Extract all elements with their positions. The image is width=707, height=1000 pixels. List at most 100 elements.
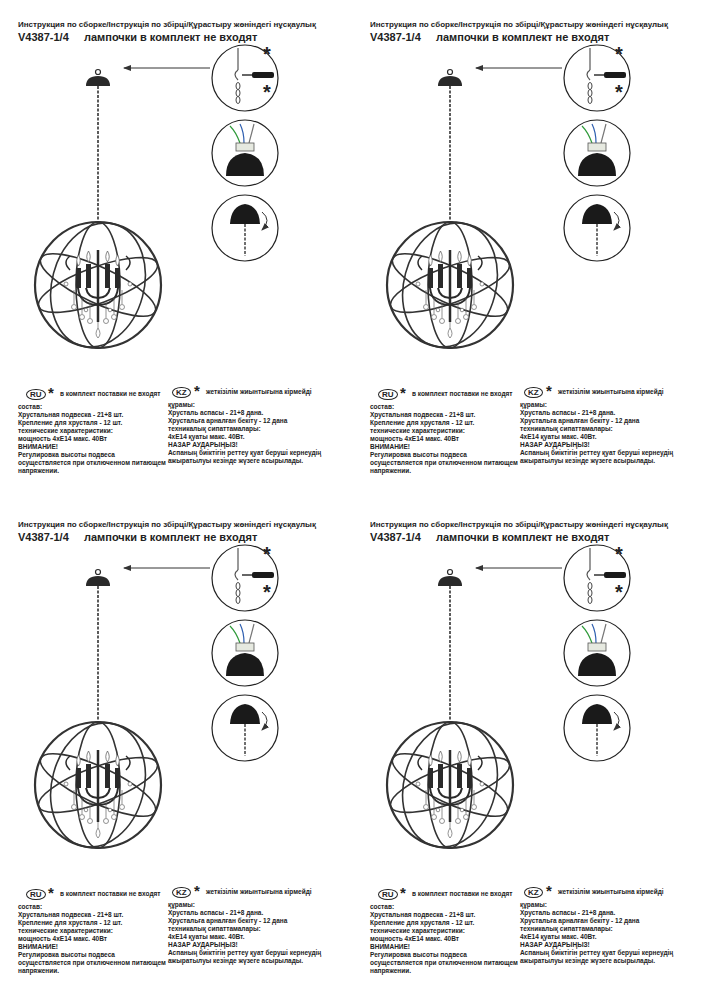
- star-note: в комплект поставки не входят: [60, 891, 161, 898]
- callout-star: *: [546, 883, 552, 898]
- callout-star: *: [194, 883, 200, 898]
- spec-line: Регулировка высоты подвеса осуществляетс…: [370, 951, 520, 975]
- model-number: V4387-1/4: [18, 32, 69, 43]
- callout-star: *: [615, 82, 623, 102]
- spec-line: құрамы:: [520, 401, 698, 409]
- spec-line: 4xE14 қуаты макс. 40Вт.: [168, 433, 346, 441]
- spec-line: құрамы:: [520, 901, 698, 909]
- spec-line: НАЗАР АУДАРЫҢЫЗ!: [520, 941, 698, 949]
- star-note: в комплект поставки не входят: [60, 391, 161, 398]
- model-number: V4387-1/4: [370, 32, 421, 43]
- spec-line: Хрустальная подвеска - 21+8 шт.: [18, 411, 168, 419]
- spec-line: Хрусталь аспасы - 21+8 дана.: [520, 909, 698, 917]
- text-column: состав:Хрустальная подвеска - 21+8 шт.Кр…: [18, 903, 168, 975]
- language-badge: RU: [26, 889, 46, 900]
- spec-line: ВНИМАНИЕ!: [370, 943, 520, 951]
- spec-line: технические характеристики:: [370, 927, 520, 935]
- spec-line: құрамы:: [168, 401, 346, 409]
- spec-line: Аспаның биіктігін реттеу қуат беруші кер…: [168, 449, 346, 465]
- callout-star: *: [263, 582, 271, 602]
- language-badge: KZ: [524, 887, 543, 898]
- spec-line: Крепление для хрусталя - 12 шт.: [18, 919, 168, 927]
- spec-line: 4xE14 қуаты макс. 40Вт.: [520, 933, 698, 941]
- callout-star: *: [263, 544, 271, 564]
- text-column: құрамы:Хрусталь аспасы - 21+8 дана.Хруст…: [168, 401, 346, 465]
- sheet-title: Инструкция по сборке/Інструкція по збірц…: [18, 521, 316, 529]
- spec-line: Хрусталь аспасы - 21+8 дана.: [168, 909, 346, 917]
- text-column: состав:Хрустальная подвеска - 21+8 шт.Кр…: [18, 403, 168, 475]
- language-badge: KZ: [172, 887, 191, 898]
- callout-star: *: [400, 885, 406, 900]
- spec-line: Аспаның биіктігін реттеу қуат беруші кер…: [520, 949, 698, 965]
- spec-line: Хрустальға арналған бекіту - 12 дана: [168, 917, 346, 925]
- spec-line: Регулировка высоты подвеса осуществляетс…: [18, 951, 168, 975]
- spec-line: Хрусталь аспасы - 21+8 дана.: [168, 409, 346, 417]
- callout-star: *: [615, 44, 623, 64]
- model-number: V4387-1/4: [370, 532, 421, 543]
- spec-line: Хрустальная подвеска - 21+8 шт.: [370, 911, 520, 919]
- spec-line: мощность 4xE14 макс. 40Вт: [18, 935, 168, 943]
- sheet-title: Инструкция по сборке/Інструкція по збірц…: [370, 521, 668, 529]
- language-badge: KZ: [524, 387, 543, 398]
- spec-line: ВНИМАНИЕ!: [370, 443, 520, 451]
- language-badge: RU: [26, 389, 46, 400]
- callout-star: *: [263, 82, 271, 102]
- star-note: в комплект поставки не входят: [412, 391, 513, 398]
- spec-line: Хрустальға арналған бекіту - 12 дана: [520, 417, 698, 425]
- callout-star: *: [400, 385, 406, 400]
- spec-line: Хрустальная подвеска - 21+8 шт.: [370, 411, 520, 419]
- callout-star: *: [48, 385, 54, 400]
- text-column: состав:Хрустальная подвеска - 21+8 шт.Кр…: [370, 403, 520, 475]
- spec-line: мощность 4xE14 макс. 40Вт: [370, 935, 520, 943]
- spec-line: ВНИМАНИЕ!: [18, 943, 168, 951]
- spec-line: 4xE14 қуаты макс. 40Вт.: [168, 933, 346, 941]
- spec-line: Крепление для хрусталя - 12 шт.: [370, 919, 520, 927]
- callout-star: *: [263, 44, 271, 64]
- spec-line: Хрусталь аспасы - 21+8 дана.: [520, 409, 698, 417]
- star-note: в комплект поставки не входят: [412, 891, 513, 898]
- spec-line: технические характеристики:: [370, 427, 520, 435]
- spec-line: НАЗАР АУДАРЫҢЫЗ!: [168, 441, 346, 449]
- star-note: жеткізілім жиынтығына кірмейді: [558, 389, 664, 396]
- spec-line: НАЗАР АУДАРЫҢЫЗ!: [520, 441, 698, 449]
- spec-line: технические характеристики:: [18, 927, 168, 935]
- spec-line: ВНИМАНИЕ!: [18, 443, 168, 451]
- lamps-note: лампочки в комплект не входят: [84, 32, 257, 43]
- sheet-title: Инструкция по сборке/Інструкція по збірц…: [18, 21, 316, 29]
- language-badge: KZ: [172, 387, 191, 398]
- spec-line: состав:: [370, 403, 520, 411]
- language-badge: RU: [378, 389, 398, 400]
- spec-line: техникалық сипаттамалары:: [168, 925, 346, 933]
- spec-line: состав:: [18, 403, 168, 411]
- model-number: V4387-1/4: [18, 532, 69, 543]
- spec-line: Аспаның биіктігін реттеу қуат беруші кер…: [168, 949, 346, 965]
- callout-star: *: [194, 383, 200, 398]
- spec-line: құрамы:: [168, 901, 346, 909]
- spec-line: 4xE14 қуаты макс. 40Вт.: [520, 433, 698, 441]
- spec-line: состав:: [18, 903, 168, 911]
- spec-line: Хрустальға арналған бекіту - 12 дана: [520, 917, 698, 925]
- star-note: жеткізілім жиынтығына кірмейді: [206, 889, 312, 896]
- text-column: құрамы:Хрусталь аспасы - 21+8 дана.Хруст…: [168, 901, 346, 965]
- spec-line: состав:: [370, 903, 520, 911]
- callout-star: *: [615, 544, 623, 564]
- star-note: жеткізілім жиынтығына кірмейді: [206, 389, 312, 396]
- lamps-note: лампочки в комплект не входят: [436, 532, 609, 543]
- spec-line: техникалық сипаттамалары:: [168, 425, 346, 433]
- spec-line: технические характеристики:: [18, 427, 168, 435]
- text-column: құрамы:Хрусталь аспасы - 21+8 дана.Хруст…: [520, 901, 698, 965]
- text-column: құрамы:Хрусталь аспасы - 21+8 дана.Хруст…: [520, 401, 698, 465]
- spec-line: мощность 4xE14 макс. 40Вт: [18, 435, 168, 443]
- spec-line: Регулировка высоты подвеса осуществляетс…: [18, 451, 168, 475]
- lamps-note: лампочки в комплект не входят: [436, 32, 609, 43]
- spec-line: мощность 4xE14 макс. 40Вт: [370, 435, 520, 443]
- star-note: жеткізілім жиынтығына кірмейді: [558, 889, 664, 896]
- spec-line: НАЗАР АУДАРЫҢЫЗ!: [168, 941, 346, 949]
- spec-line: Регулировка высоты подвеса осуществляетс…: [370, 451, 520, 475]
- lamps-note: лампочки в комплект не входят: [84, 532, 257, 543]
- spec-line: техникалық сипаттамалары:: [520, 925, 698, 933]
- callout-star: *: [48, 885, 54, 900]
- callout-star: *: [615, 582, 623, 602]
